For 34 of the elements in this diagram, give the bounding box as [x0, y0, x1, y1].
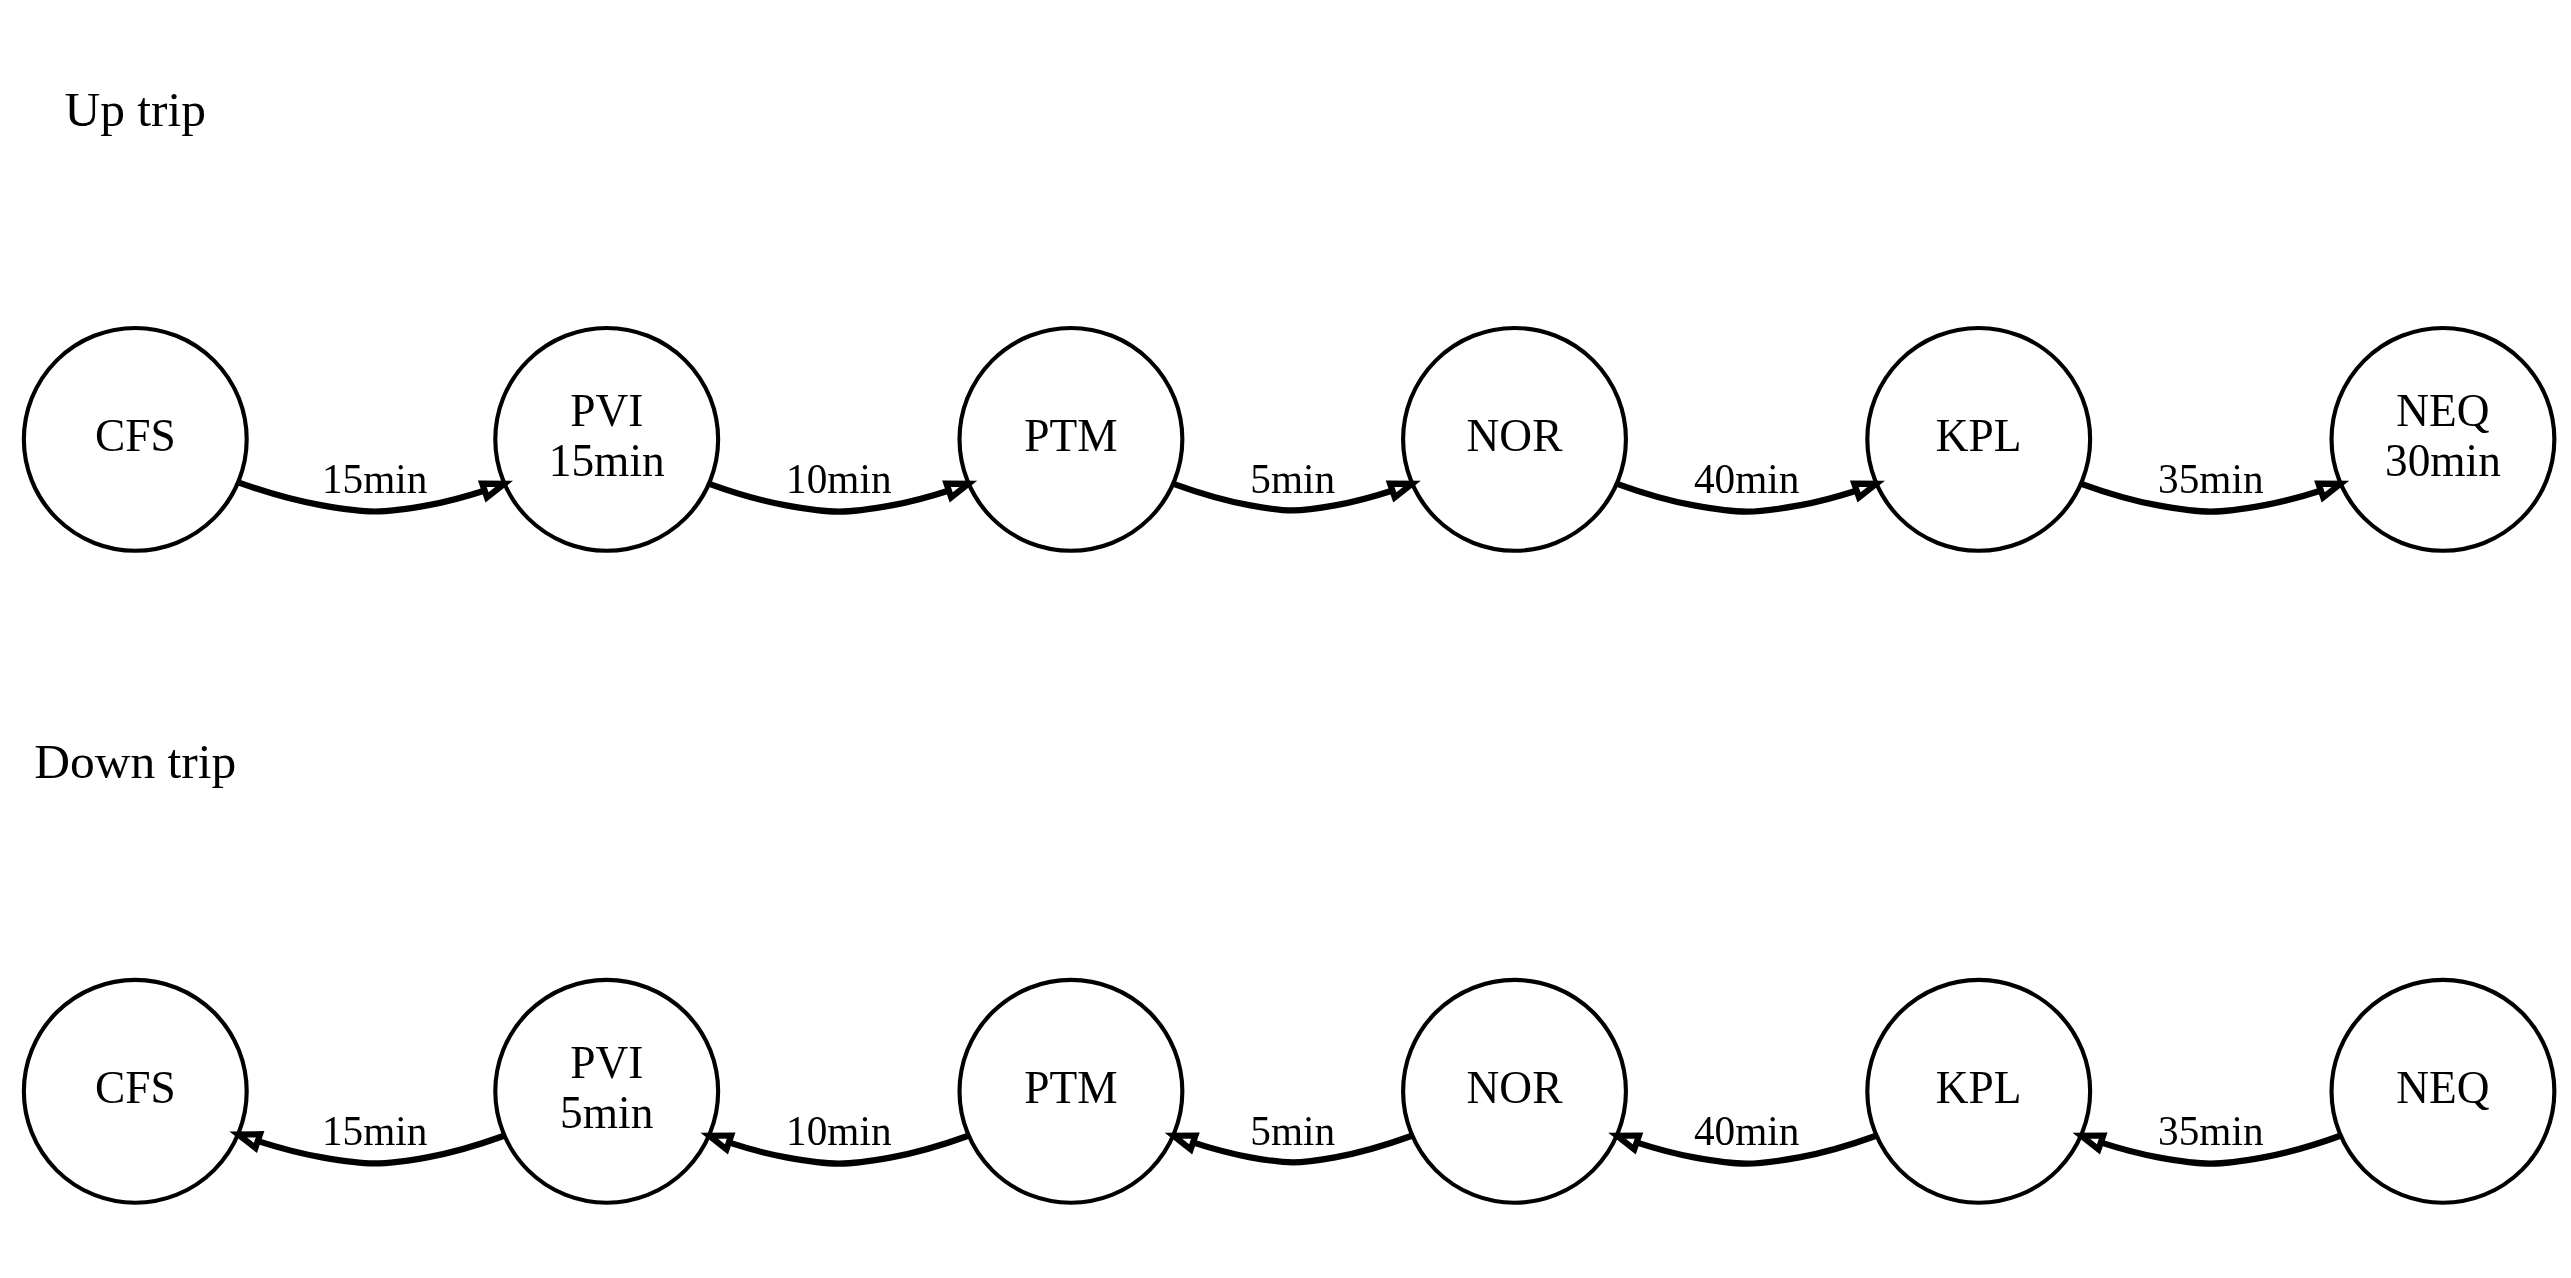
edge-label: 40min	[1693, 455, 1800, 502]
node-circle: PVI 15min	[493, 325, 721, 553]
node-circle: NOR	[1401, 325, 1628, 553]
node-circle: PTM	[957, 325, 1185, 553]
arrow	[237, 479, 513, 515]
node-circle: CFS	[21, 977, 249, 1205]
edge-label: 35min	[2158, 1107, 2264, 1154]
arrow	[1172, 480, 1421, 513]
arrow	[1608, 1132, 1878, 1167]
label: Down trip	[34, 733, 237, 789]
arrow	[2072, 1132, 2342, 1167]
arrow	[700, 1132, 970, 1167]
arrow	[2080, 480, 2350, 515]
node-circle: NOR	[1401, 977, 1628, 1205]
edge-label: 15min	[321, 1107, 428, 1154]
node-circle: PTM	[957, 977, 1185, 1205]
edge-label: 10min	[786, 1107, 892, 1154]
node-circle: KPL	[1865, 977, 2093, 1205]
arrow	[229, 1130, 506, 1167]
node-circle: PVI 5min	[493, 977, 721, 1205]
node-circle: NEQ 30min	[2329, 325, 2557, 553]
edge-label: 10min	[786, 455, 892, 502]
label: Up trip	[64, 81, 207, 137]
arrow	[1164, 1132, 1413, 1165]
node-circle: CFS	[21, 325, 249, 553]
node-circle: KPL	[1865, 325, 2093, 553]
node-circle: NEQ	[2329, 977, 2557, 1205]
edge-label: 40min	[1693, 1107, 1800, 1154]
arrow	[1616, 480, 1885, 515]
edge-label: 35min	[2158, 455, 2264, 502]
edge-label: 5min	[1250, 455, 1336, 502]
edge-label: 5min	[1250, 1107, 1336, 1154]
arrow	[708, 480, 978, 515]
edge-label: 15min	[321, 455, 428, 502]
